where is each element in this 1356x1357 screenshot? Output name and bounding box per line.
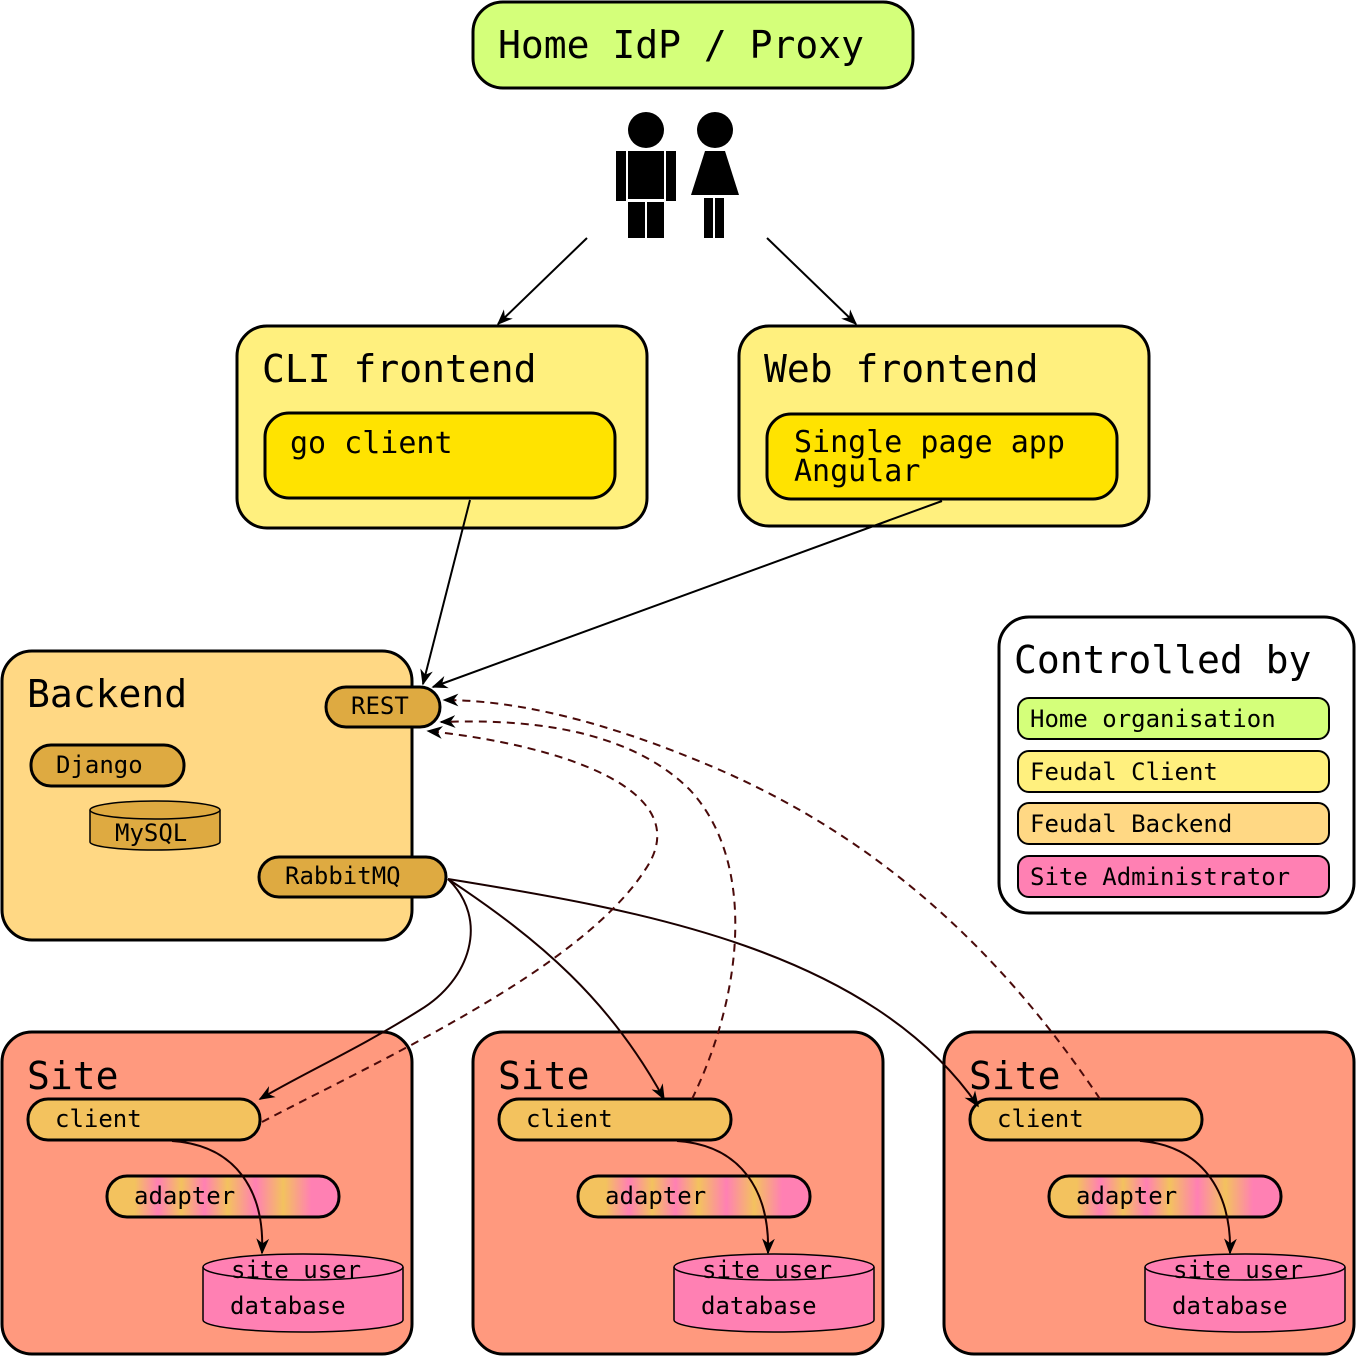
site-user-database-cylinder: site user database (202, 1253, 404, 1333)
users-icon (616, 112, 739, 238)
site-client-label: client (997, 1105, 1084, 1133)
django-pill (29, 743, 186, 788)
spa-box (765, 412, 1119, 501)
legend-title: Controlled by (1014, 638, 1311, 682)
arrow-web-to-rest (431, 500, 943, 689)
web-frontend-title: Web frontend (764, 347, 1039, 391)
cli-frontend-title: CLI frontend (262, 347, 537, 391)
legend-label-feudal-backend: Feudal Backend (1030, 810, 1232, 838)
mysql-cylinder: MySQL (89, 800, 221, 851)
site-title: Site (27, 1054, 119, 1098)
woman-icon (691, 112, 739, 238)
legend-swatch-home-organisation (1017, 697, 1330, 740)
legend-label-home-organisation: Home organisation (1030, 705, 1276, 733)
site-title: Site (498, 1054, 590, 1098)
site-db-label-line2: database (1172, 1292, 1288, 1320)
site-db-label-line1: site user (231, 1256, 361, 1284)
rest-label: REST (351, 692, 409, 720)
site-adapter-pill (576, 1174, 812, 1219)
cli-frontend-box: CLI frontend go client (235, 324, 649, 530)
home-idp-label: Home IdP / Proxy (498, 23, 864, 67)
site-adapter-pill (105, 1174, 341, 1219)
legend-swatch-site-administrator (1017, 855, 1330, 898)
site-adapter-pill (1047, 1174, 1283, 1219)
rest-pill (324, 685, 442, 729)
django-label: Django (56, 751, 143, 779)
arrow-rabbitmq-to-site2-client (447, 878, 665, 1101)
site-client-pill (26, 1097, 262, 1142)
site-box-3: Site client adapter site user database (942, 1030, 1356, 1356)
go-client-label: go client (290, 426, 453, 461)
site-adapter-label: adapter (134, 1182, 235, 1210)
home-idp-box: Home IdP / Proxy (471, 0, 915, 90)
site-user-database-cylinder: site user database (1144, 1253, 1346, 1333)
arrow-client-to-db (1139, 1140, 1237, 1255)
spa-label-line2: Angular (794, 454, 920, 489)
site-user-database-cylinder: site user database (673, 1253, 875, 1333)
man-icon (616, 112, 676, 238)
site-box-2: Site client adapter site user database (471, 1030, 885, 1356)
site-box-1: Site client adapter site user database (0, 1030, 414, 1356)
web-frontend-box: Web frontend Single page app Angular (737, 324, 1151, 528)
site-client-label: client (55, 1105, 142, 1133)
legend-label-site-administrator: Site Administrator (1030, 863, 1290, 891)
dashed-site3-client-to-rest (442, 693, 1101, 1100)
mysql-label: MySQL (115, 819, 187, 847)
legend-swatch-feudal-client (1017, 750, 1330, 793)
site-adapter-label: adapter (1076, 1182, 1177, 1210)
arrow-users-to-cli (496, 237, 588, 326)
backend-title: Backend (27, 672, 187, 716)
site-db-label-line1: site user (702, 1256, 832, 1284)
arrow-client-to-db (171, 1140, 270, 1255)
dashed-site2-client-to-rest (439, 715, 737, 1100)
site-title: Site (969, 1054, 1061, 1098)
backend-box: Backend REST Django MySQL RabbitMQ (0, 649, 448, 942)
arrow-rabbitmq-to-site3-client (447, 878, 979, 1108)
arrow-users-to-web (766, 237, 858, 326)
go-client-box (263, 411, 617, 500)
rabbitmq-label: RabbitMQ (285, 862, 401, 890)
rabbitmq-pill (257, 855, 448, 899)
site-client-pill (968, 1097, 1204, 1142)
site-client-pill (497, 1097, 733, 1142)
legend-box: Controlled by Home organisation Feudal C… (997, 615, 1356, 915)
site-db-label-line2: database (701, 1292, 817, 1320)
arrow-client-to-db (676, 1140, 775, 1255)
legend-label-feudal-client: Feudal Client (1030, 758, 1218, 786)
legend-swatch-feudal-backend (1017, 802, 1330, 845)
site-db-label-line2: database (230, 1292, 346, 1320)
spa-label-line1: Single page app (794, 425, 1065, 460)
site-client-label: client (526, 1105, 613, 1133)
site-db-label-line1: site user (1173, 1256, 1303, 1284)
site-adapter-label: adapter (605, 1182, 706, 1210)
arrow-rabbitmq-to-site1-client (258, 878, 472, 1100)
arrow-cli-to-rest (420, 499, 471, 686)
dashed-site1-client-to-rest (261, 726, 659, 1123)
